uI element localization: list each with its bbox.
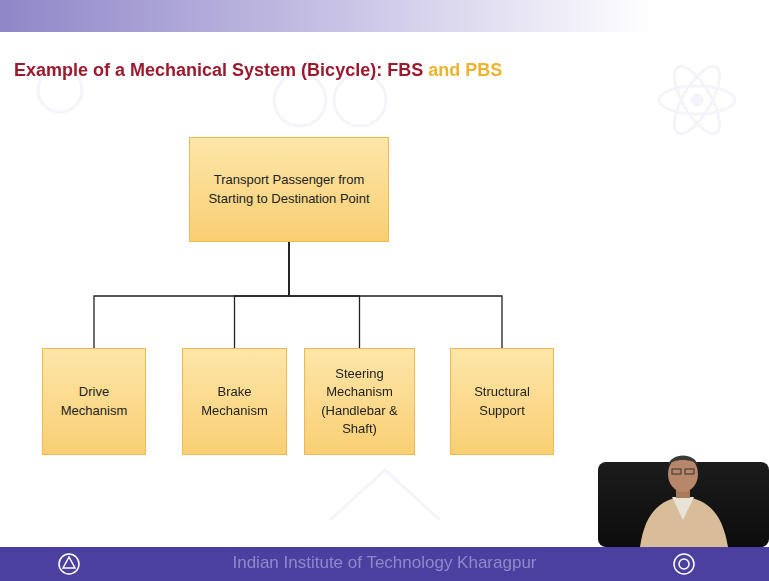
box-text-wrap: Brake Mechanism	[189, 383, 280, 419]
slide-title: Example of a Mechanical System (Bicycle)…	[14, 60, 502, 81]
box-text: Structural Support	[457, 383, 547, 419]
box-text: Transport Passenger from Starting to Des…	[196, 171, 382, 207]
institute-logo	[674, 554, 694, 574]
watermark	[38, 60, 735, 520]
top-band	[0, 0, 769, 32]
title-text: Example of a Mechanical System (Bicycle)…	[14, 60, 423, 80]
function-box: Transport Passenger from Starting to Des…	[189, 137, 389, 242]
institute-logo	[59, 554, 79, 574]
box-text-wrap: Transport Passenger from Starting to Des…	[196, 171, 382, 207]
box-text-wrap: Steering Mechanism (Handlebar & Shaft)	[311, 365, 408, 438]
bottom-band	[0, 547, 769, 581]
box-text: Brake Mechanism	[189, 383, 280, 419]
title-highlight: and PBS	[428, 60, 502, 80]
box-text: Steering Mechanism (Handlebar & Shaft)	[311, 365, 408, 438]
subfunction-box: Structural Support	[450, 348, 554, 455]
box-text-wrap: Drive Mechanism	[49, 383, 139, 419]
footer-text: Indian Institute of Technology Kharagpur	[0, 553, 769, 573]
subfunction-box: Steering Mechanism (Handlebar & Shaft)	[304, 348, 415, 455]
subfunction-box: Drive Mechanism	[42, 348, 146, 455]
tree-connector	[94, 242, 289, 348]
tree-connector	[235, 242, 290, 348]
tree-connector	[289, 242, 502, 348]
presenter-figure	[640, 456, 728, 548]
box-text-wrap: Structural Support	[457, 383, 547, 419]
subfunction-box: Brake Mechanism	[182, 348, 287, 455]
box-text: Drive Mechanism	[49, 383, 139, 419]
tree-connector	[289, 242, 360, 348]
